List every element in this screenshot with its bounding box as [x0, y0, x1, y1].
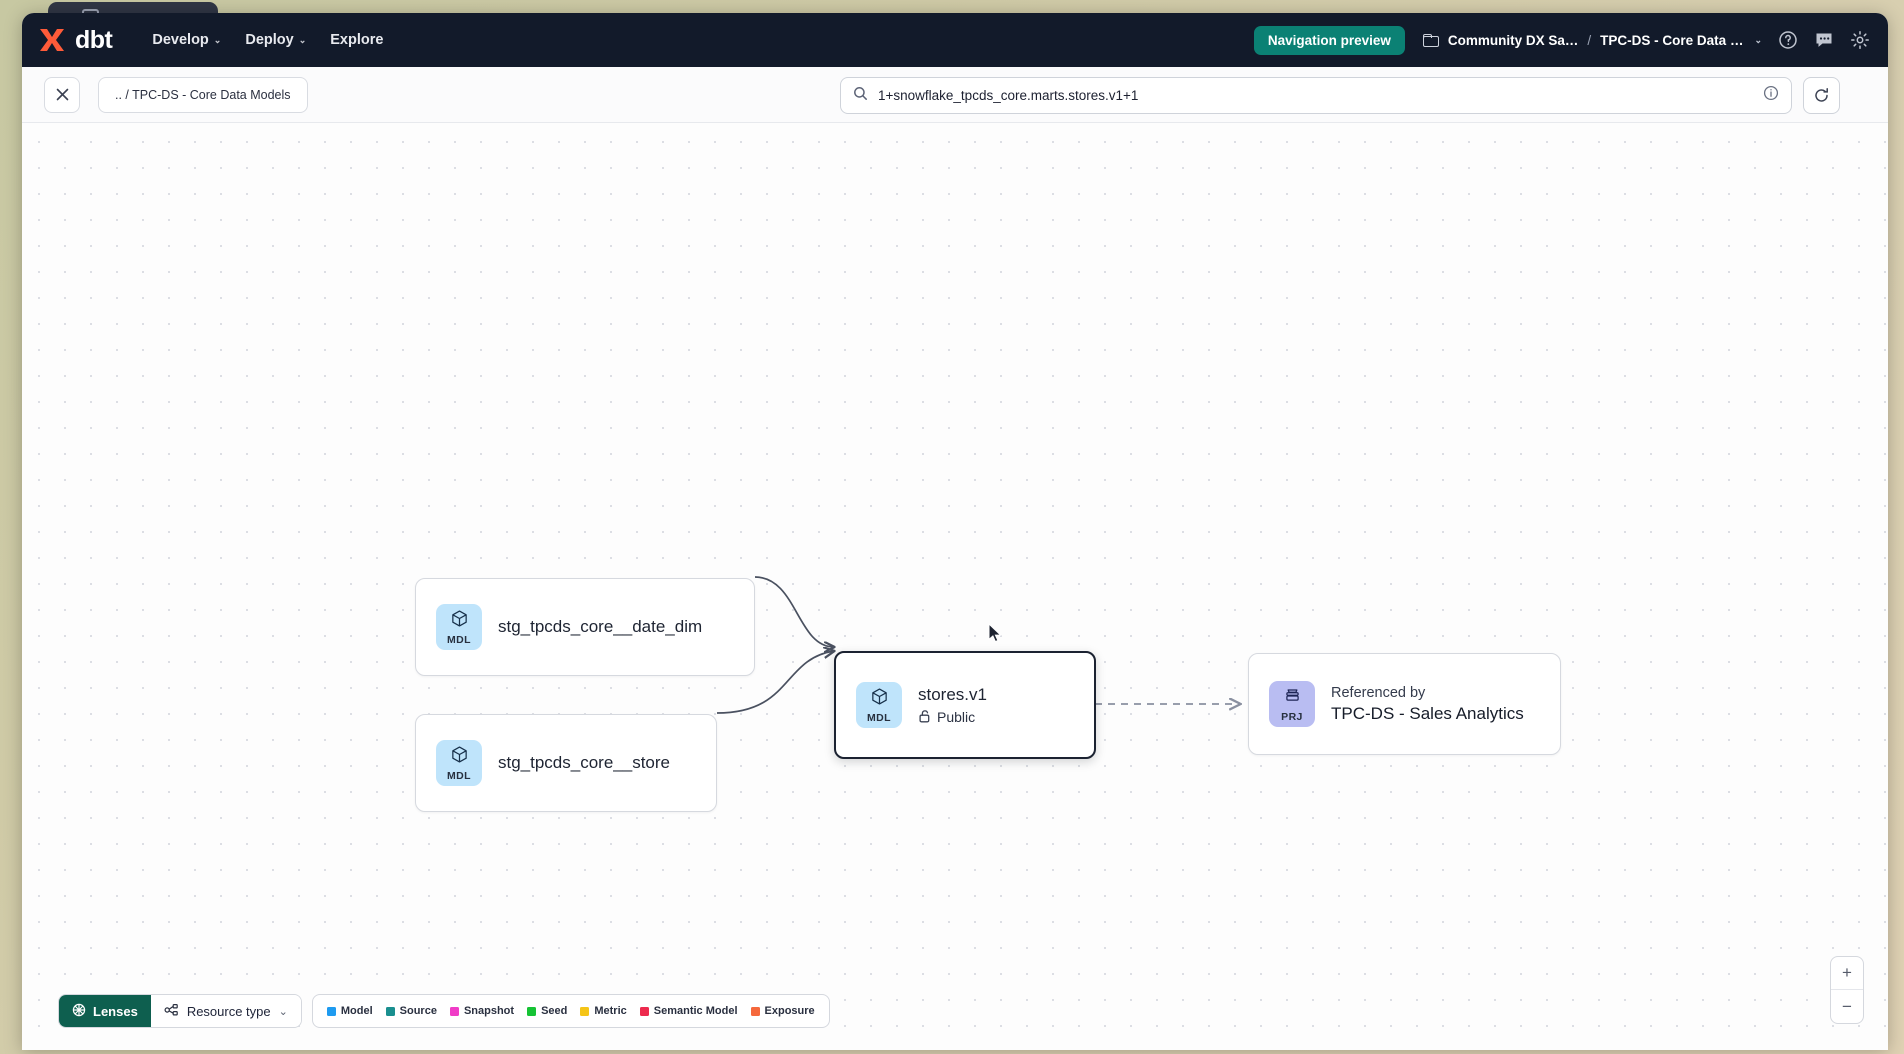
legend-item-source: Source: [385, 1005, 437, 1017]
top-navigation-bar: dbt Develop ⌄ Deploy ⌄ Explore Navigatio…: [22, 13, 1888, 67]
folder-icon: [1422, 33, 1439, 47]
chevron-down-icon[interactable]: ⌄: [1754, 34, 1762, 45]
resource-type-label: Resource type: [186, 1003, 271, 1019]
legend-label: Snapshot: [463, 1005, 515, 1017]
legend-item-snapshot: Snapshot: [449, 1005, 515, 1017]
unlock-icon: [918, 709, 931, 726]
legend-swatch: [580, 1006, 590, 1016]
breadcrumb-separator: /: [1587, 32, 1592, 48]
dbt-logo[interactable]: dbt: [36, 25, 113, 55]
cube-icon: [450, 609, 469, 633]
nav-item-explore[interactable]: Explore: [318, 25, 395, 55]
dbt-logo-icon: [36, 26, 68, 54]
lineage-node-stg-store[interactable]: MDL stg_tpcds_core__store: [415, 714, 717, 812]
nav-label-develop: Develop: [152, 32, 209, 48]
node-badge-mdl: MDL: [856, 682, 902, 728]
zoom-in-button[interactable]: +: [1831, 957, 1863, 990]
node-badge-label: MDL: [867, 711, 891, 724]
node-title: TPC-DS - Sales Analytics: [1331, 703, 1524, 723]
legend-swatch: [527, 1006, 537, 1016]
lineage-node-stg-date-dim[interactable]: MDL stg_tpcds_core__date_dim: [415, 578, 755, 676]
node-access-label: Public: [937, 709, 976, 725]
gear-icon[interactable]: [1850, 30, 1870, 50]
node-badge-mdl: MDL: [436, 740, 482, 786]
brand-name: dbt: [75, 25, 113, 54]
node-title: stg_tpcds_core__date_dim: [498, 617, 703, 636]
resource-type-legend: Model Source Snapshot Seed: [311, 994, 830, 1028]
legend-item-metric: Metric: [580, 1005, 627, 1017]
node-badge-label: MDL: [447, 633, 471, 646]
browser-window: dbt Develop ⌄ Deploy ⌄ Explore Navigatio…: [22, 13, 1888, 1050]
legend-label: Model: [340, 1005, 373, 1017]
nav-label-deploy: Deploy: [245, 32, 294, 48]
legend-label: Seed: [541, 1005, 568, 1017]
canvas-bottom-toolbar: Lenses Resource type ⌄: [58, 994, 830, 1028]
breadcrumb-project[interactable]: TPC-DS - Core Data …: [1600, 32, 1744, 48]
legend-label: Source: [399, 1005, 437, 1017]
breadcrumb-account[interactable]: Community DX Sa…: [1447, 32, 1579, 48]
node-eyebrow: Referenced by: [1331, 684, 1426, 701]
lenses-button[interactable]: Lenses: [59, 995, 151, 1027]
legend-item-model: Model: [326, 1005, 373, 1017]
node-badge-prj: PRJ: [1269, 681, 1315, 727]
legend-swatch: [326, 1006, 336, 1016]
help-circle-icon[interactable]: [1778, 30, 1798, 50]
legend-swatch: [750, 1006, 760, 1016]
layers-icon: [1283, 686, 1302, 710]
lenses-label: Lenses: [93, 1003, 138, 1019]
search-input[interactable]: [878, 88, 1753, 103]
legend-item-seed: Seed: [527, 1005, 567, 1017]
close-icon[interactable]: [44, 76, 80, 113]
explorer-toolbar: .. / TPC-DS - Core Data Models: [22, 67, 1888, 123]
nodes-icon: [164, 1003, 179, 1020]
legend-item-exposure: Exposure: [750, 1005, 815, 1017]
chevron-down-icon: ⌄: [213, 34, 222, 45]
node-badge-mdl: MDL: [436, 604, 482, 650]
legend-label: Semantic Model: [653, 1005, 738, 1017]
legend-label: Exposure: [764, 1005, 815, 1017]
lineage-search-box[interactable]: [840, 77, 1792, 114]
nav-item-deploy[interactable]: Deploy ⌄: [233, 25, 318, 55]
node-body: Referenced by TPC-DS - Sales Analytics: [1331, 685, 1524, 724]
legend-swatch: [385, 1006, 395, 1016]
refresh-icon[interactable]: [1803, 77, 1840, 114]
legend-item-semantic-model: Semantic Model: [639, 1005, 738, 1017]
node-access: Public: [918, 709, 987, 726]
node-body: stg_tpcds_core__date_dim: [498, 617, 702, 637]
node-badge-label: MDL: [447, 769, 471, 782]
search-area: [840, 77, 1840, 114]
node-body: stg_tpcds_core__store: [498, 753, 670, 773]
zoom-controls: + −: [1830, 956, 1864, 1024]
legend-swatch: [449, 1006, 459, 1016]
node-title: stores.v1: [918, 684, 987, 704]
node-body: stores.v1 Public: [918, 685, 987, 726]
nav-item-develop[interactable]: Develop ⌄: [140, 25, 233, 55]
node-title: stg_tpcds_core__store: [498, 753, 670, 772]
cube-icon: [870, 687, 889, 711]
feedback-icon[interactable]: [1814, 30, 1834, 50]
breadcrumb: Community DX Sa… / TPC-DS - Core Data … …: [1422, 32, 1762, 48]
resource-type-dropdown[interactable]: Resource type ⌄: [150, 995, 301, 1027]
legend-swatch: [639, 1006, 649, 1016]
project-breadcrumb-pill[interactable]: .. / TPC-DS - Core Data Models: [98, 76, 308, 113]
lineage-node-stores-v1[interactable]: MDL stores.v1 Public: [834, 651, 1096, 759]
lens-control-group: Lenses Resource type ⌄: [58, 994, 302, 1028]
nav-label-explore: Explore: [330, 32, 384, 48]
node-badge-label: PRJ: [1281, 710, 1303, 723]
cube-icon: [450, 745, 469, 769]
legend-label: Metric: [594, 1005, 627, 1017]
lineage-node-referenced-by-project[interactable]: PRJ Referenced by TPC-DS - Sales Analyti…: [1248, 653, 1561, 755]
info-circle-icon[interactable]: [1763, 85, 1779, 106]
zoom-out-button[interactable]: −: [1842, 996, 1852, 1016]
lineage-canvas[interactable]: MDL stg_tpcds_core__date_dim MDL: [22, 123, 1888, 1050]
lens-icon: [72, 1003, 86, 1020]
navigation-preview-button[interactable]: Navigation preview: [1253, 25, 1405, 55]
chevron-down-icon: ⌄: [278, 1005, 288, 1018]
search-icon: [853, 86, 868, 106]
chevron-down-icon: ⌄: [298, 34, 307, 45]
lineage-edges: [716, 576, 1888, 714]
